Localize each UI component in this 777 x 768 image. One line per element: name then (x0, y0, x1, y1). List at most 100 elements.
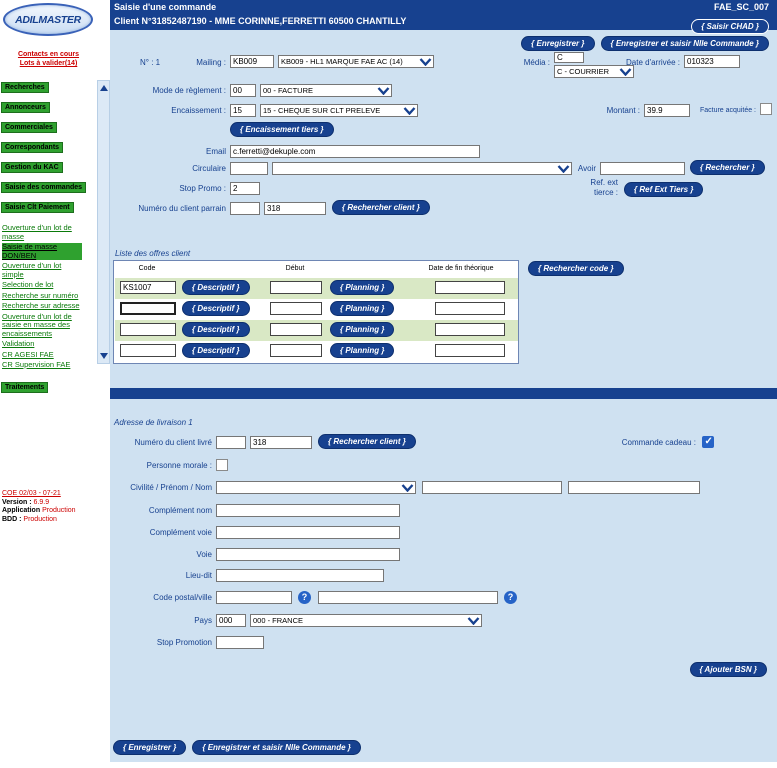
date-arrivee-input[interactable] (684, 55, 740, 68)
pays-select-value: 000 - FRANCE (253, 616, 304, 625)
offer-code-input[interactable] (120, 302, 176, 315)
descriptif-button[interactable]: { Descriptif } (182, 343, 250, 358)
complement-voie-input[interactable] (216, 526, 400, 539)
client-livre-numero-input[interactable] (250, 436, 312, 449)
offer-code-input[interactable] (120, 344, 176, 357)
sub-link-selection-de-lot[interactable]: Selection de lot (2, 280, 54, 289)
mode-reglement-code-input[interactable] (230, 84, 256, 97)
ajouter-bsn-button[interactable]: { Ajouter BSN } (689, 662, 767, 677)
dropdown-arrow-icon (403, 106, 416, 115)
media-code-input[interactable] (554, 52, 584, 63)
offer-debut-input[interactable] (270, 344, 322, 357)
lots-a-valider-link[interactable]: Lots à valider(14) (19, 60, 78, 67)
encaissement-code-input[interactable] (230, 104, 256, 117)
sub-link-ouverture-lot-masse[interactable]: Ouverture d'un lot de masse (2, 223, 72, 241)
avoir-input[interactable] (600, 162, 685, 175)
contacts-en-cours-link[interactable]: Contacts en cours (17, 51, 80, 58)
sub-link-validation[interactable]: Validation (2, 339, 35, 348)
coe-version-link[interactable]: COE 02/03 - 07-21 (2, 490, 61, 497)
complement-nom-input[interactable] (216, 504, 400, 517)
media-select[interactable]: C - COURRIER (554, 65, 634, 78)
enregistrer-button-bottom[interactable]: { Enregistrer } (113, 740, 187, 755)
sidebar-scrollbar[interactable] (97, 80, 110, 364)
client-parrain-numero-input[interactable] (264, 202, 326, 215)
enregistrer-nlle-commande-button-bottom[interactable]: { Enregistrer et saisir Nlle Commande } (192, 740, 361, 755)
offer-fin-input[interactable] (435, 302, 505, 315)
menu-item-saisie-commandes[interactable]: Saisie des commandes (1, 182, 87, 193)
sub-link-recherche-sur-adresse[interactable]: Recherche sur adresse (2, 301, 80, 310)
stop-promo-input[interactable] (230, 182, 260, 195)
offer-debut-input[interactable] (270, 281, 322, 294)
offer-debut-input[interactable] (270, 323, 322, 336)
menu-item-traitements[interactable]: Traitements (1, 381, 49, 393)
menu-item-correspondants[interactable]: Correspondants (1, 142, 64, 153)
planning-button[interactable]: { Planning } (330, 280, 395, 295)
offer-fin-input[interactable] (435, 344, 505, 357)
descriptif-button[interactable]: { Descriptif } (182, 322, 250, 337)
rechercher-client-parrain-button[interactable]: { Rechercher client } (332, 200, 430, 215)
offer-code-input[interactable] (120, 281, 176, 294)
sub-link-cr-agesi-fae[interactable]: CR AGESI FAE (2, 349, 54, 359)
descriptif-button[interactable]: { Descriptif } (182, 280, 250, 295)
circulaire-label: Circulaire (192, 164, 226, 173)
nom-input[interactable] (568, 481, 700, 494)
mailing-select[interactable]: KB009 - HL1 MARQUE FAE AC (14) (278, 55, 434, 68)
code-postal-help-button[interactable]: ? (298, 591, 311, 604)
page-title: Saisie d'une commande (114, 2, 217, 12)
offer-fin-input[interactable] (435, 281, 505, 294)
offers-table: Code Début Date de fin théorique { Descr… (113, 260, 519, 364)
mode-reglement-select[interactable]: 00 - FACTURE (260, 84, 392, 97)
personne-morale-checkbox[interactable] (216, 459, 228, 471)
planning-button[interactable]: { Planning } (330, 343, 395, 358)
enregistrer-nlle-commande-button-top[interactable]: { Enregistrer et saisir Nlle Commande } (600, 36, 769, 51)
circulaire-select[interactable] (272, 162, 572, 175)
ville-input[interactable] (318, 591, 498, 604)
montant-input[interactable] (644, 104, 690, 117)
sub-link-ouverture-lot-simple[interactable]: Ouverture d'un lot simple (2, 261, 62, 279)
menu-item-annonceurs[interactable]: Annonceurs (1, 102, 50, 113)
offer-debut-input[interactable] (270, 302, 322, 315)
saisir-chad-button[interactable]: { Saisir CHAD } (691, 19, 769, 34)
scroll-up-icon[interactable] (99, 85, 108, 91)
client-parrain-code-input[interactable] (230, 202, 260, 215)
sub-link-cr-supervision-fae[interactable]: CR Supervision FAE (2, 360, 71, 369)
ville-help-button[interactable]: ? (504, 591, 517, 604)
client-livre-code-input[interactable] (216, 436, 246, 449)
sub-link-recherche-sur-numero[interactable]: Recherche sur numéro (2, 290, 79, 300)
sub-link-saisie-masse-don-ben[interactable]: Saisie de masse DON/BEN (2, 242, 82, 260)
dropdown-arrow-icon (467, 616, 480, 625)
offer-fin-input[interactable] (435, 323, 505, 336)
civilite-select[interactable] (216, 481, 416, 494)
prenom-input[interactable] (422, 481, 562, 494)
descriptif-button[interactable]: { Descriptif } (182, 301, 250, 316)
menu-item-recherches[interactable]: Recherches (1, 82, 49, 93)
code-postal-input[interactable] (216, 591, 292, 604)
planning-button[interactable]: { Planning } (330, 322, 395, 337)
voie-input[interactable] (216, 548, 400, 561)
section-separator (110, 388, 777, 399)
planning-button[interactable]: { Planning } (330, 301, 395, 316)
lieu-dit-input[interactable] (216, 569, 384, 582)
menu-item-gestion-kac[interactable]: Gestion du KAC (1, 162, 63, 173)
enregistrer-button-top[interactable]: { Enregistrer } (521, 36, 595, 51)
email-input[interactable] (230, 145, 480, 158)
menu-item-saisie-clt-paiement[interactable]: Saisie Clt Paiement (1, 202, 74, 213)
sub-link-ouverture-lot-encaissements[interactable]: Ouverture d'un lot de saisie en masse de… (2, 311, 72, 338)
menu-item-commerciales[interactable]: Commerciales (1, 122, 57, 133)
rechercher-avoir-button[interactable]: { Rechercher } (690, 160, 765, 175)
stop-promotion-input[interactable] (216, 636, 264, 649)
circulaire-code-input[interactable] (230, 162, 268, 175)
offer-code-input[interactable] (120, 323, 176, 336)
mailing-code-input[interactable] (230, 55, 274, 68)
rechercher-code-button[interactable]: { Rechercher code } (528, 261, 624, 276)
encaissement-select[interactable]: 15 - CHEQUE SUR CLT PRELEVE (260, 104, 418, 117)
encaissement-tiers-button[interactable]: { Encaissement tiers } (230, 122, 334, 137)
facture-acquittee-checkbox[interactable] (760, 103, 772, 115)
scroll-down-icon[interactable] (100, 353, 108, 359)
rechercher-client-livre-button[interactable]: { Rechercher client } (318, 434, 416, 449)
pays-code-input[interactable] (216, 614, 246, 627)
pays-select[interactable]: 000 - FRANCE (250, 614, 482, 627)
ref-ext-tiers-button[interactable]: { Ref Ext Tiers } (624, 182, 704, 197)
commande-cadeau-checkbox[interactable] (702, 436, 714, 448)
stop-promo-label: Stop Promo : (179, 184, 226, 193)
